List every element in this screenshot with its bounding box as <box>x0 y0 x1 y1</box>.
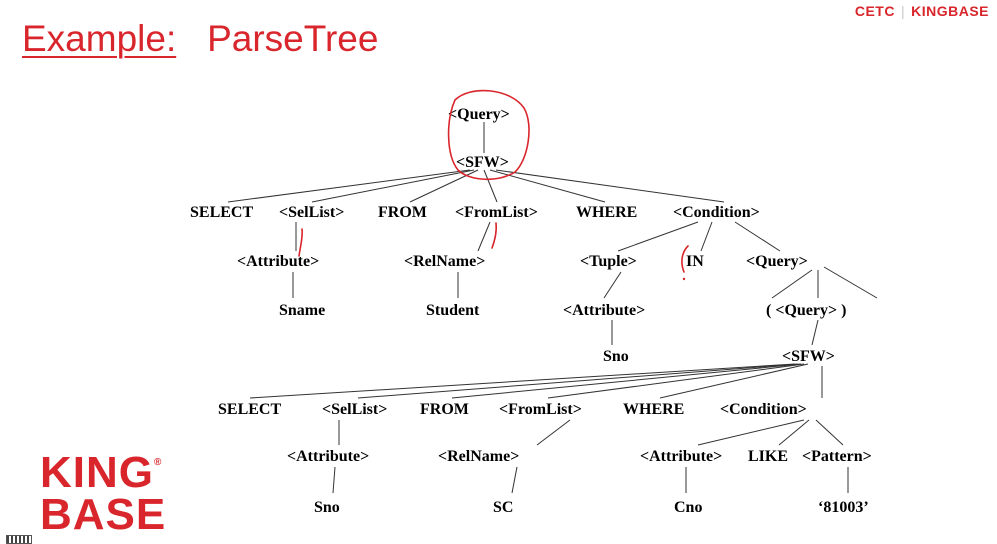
node-query: <Query> <box>746 253 808 270</box>
brand-cetc: CETC <box>854 3 895 19</box>
edge <box>483 169 498 203</box>
edge <box>811 319 819 346</box>
annotation-dot <box>682 277 686 281</box>
brand-kingbase: KINGBASE <box>911 3 989 19</box>
slide-title: Example: ParseTree <box>22 18 378 60</box>
brand-separator: | <box>900 3 906 19</box>
edge <box>697 419 805 446</box>
node-relname-sub: <RelName> <box>438 448 519 465</box>
node-attribute: <Attribute> <box>237 253 319 270</box>
node-sfw-sub: <SFW> <box>782 348 835 365</box>
node-select-sub: SELECT <box>218 401 281 418</box>
node-where-sub: WHERE <box>623 401 684 418</box>
edge <box>451 363 802 399</box>
brand-header: CETC | KINGBASE <box>855 3 989 19</box>
title-main: ParseTree <box>207 18 379 59</box>
logo-king: KING <box>40 448 154 497</box>
logo-registered: ® <box>154 457 163 468</box>
tree-nodes: <Query> <SFW> SELECT <SelList> FROM <Fro… <box>190 106 872 516</box>
node-sno: Sno <box>603 348 629 365</box>
node-sellist-sub: <SelList> <box>322 401 387 418</box>
annotation-mark <box>298 228 303 257</box>
edge <box>547 363 805 399</box>
annotation-circle <box>447 89 530 181</box>
node-fromlist: <FromList> <box>455 204 538 221</box>
node-from-sub: FROM <box>420 401 469 418</box>
node-sname: Sname <box>279 302 325 319</box>
node-attribute-sub: <Attribute> <box>287 448 369 465</box>
node-from: FROM <box>378 204 427 221</box>
title-prefix: Example: <box>22 18 177 59</box>
edge <box>311 169 475 203</box>
node-select: SELECT <box>190 204 253 221</box>
node-sno-leaf: Sno <box>314 499 340 516</box>
edge <box>617 221 699 252</box>
annotation-mark <box>491 222 498 249</box>
corner-stamp <box>6 535 32 544</box>
node-paren-query: ( <Query> ) <box>766 302 846 319</box>
edge <box>495 169 725 203</box>
node-value-leaf: ‘81003’ <box>818 499 869 516</box>
node-pattern: <Pattern> <box>802 448 872 465</box>
node-relname: <RelName> <box>404 253 485 270</box>
edge <box>477 221 491 252</box>
node-condition-sub: <Condition> <box>720 401 807 418</box>
kingbase-logo: KING® BASE <box>40 451 167 539</box>
node-tuple: <Tuple> <box>580 253 637 270</box>
node-fromlist-sub: <FromList> <box>499 401 582 418</box>
edge <box>659 363 809 399</box>
handwritten-annotations <box>298 89 689 281</box>
edge <box>778 419 810 446</box>
tree-edges <box>227 122 878 494</box>
edge <box>409 169 479 203</box>
edge <box>603 271 622 299</box>
node-sfw: <SFW> <box>456 154 509 171</box>
annotation-mark <box>681 245 689 273</box>
node-cno-leaf: Cno <box>674 499 702 516</box>
node-query-root: <Query> <box>448 106 510 123</box>
edge <box>823 266 878 299</box>
edge <box>734 221 781 252</box>
node-sc-leaf: SC <box>493 499 513 516</box>
node-student: Student <box>426 302 480 319</box>
edge <box>489 169 606 203</box>
node-condition: <Condition> <box>673 204 760 221</box>
edge <box>332 466 336 494</box>
edge <box>700 221 713 252</box>
node-attribute-cond: <Attribute> <box>640 448 722 465</box>
node-like: LIKE <box>748 448 788 465</box>
edge <box>511 466 518 494</box>
node-in: IN <box>686 253 704 270</box>
node-attribute: <Attribute> <box>563 302 645 319</box>
node-sellist: <SelList> <box>279 204 344 221</box>
edge <box>249 363 796 399</box>
edge <box>815 419 844 446</box>
logo-line-1: KING® <box>40 451 166 495</box>
edge <box>357 363 799 399</box>
edge <box>536 419 571 446</box>
edge <box>227 169 471 203</box>
node-where: WHERE <box>576 204 637 221</box>
edge <box>771 269 813 299</box>
logo-line-2: BASE <box>40 489 167 539</box>
